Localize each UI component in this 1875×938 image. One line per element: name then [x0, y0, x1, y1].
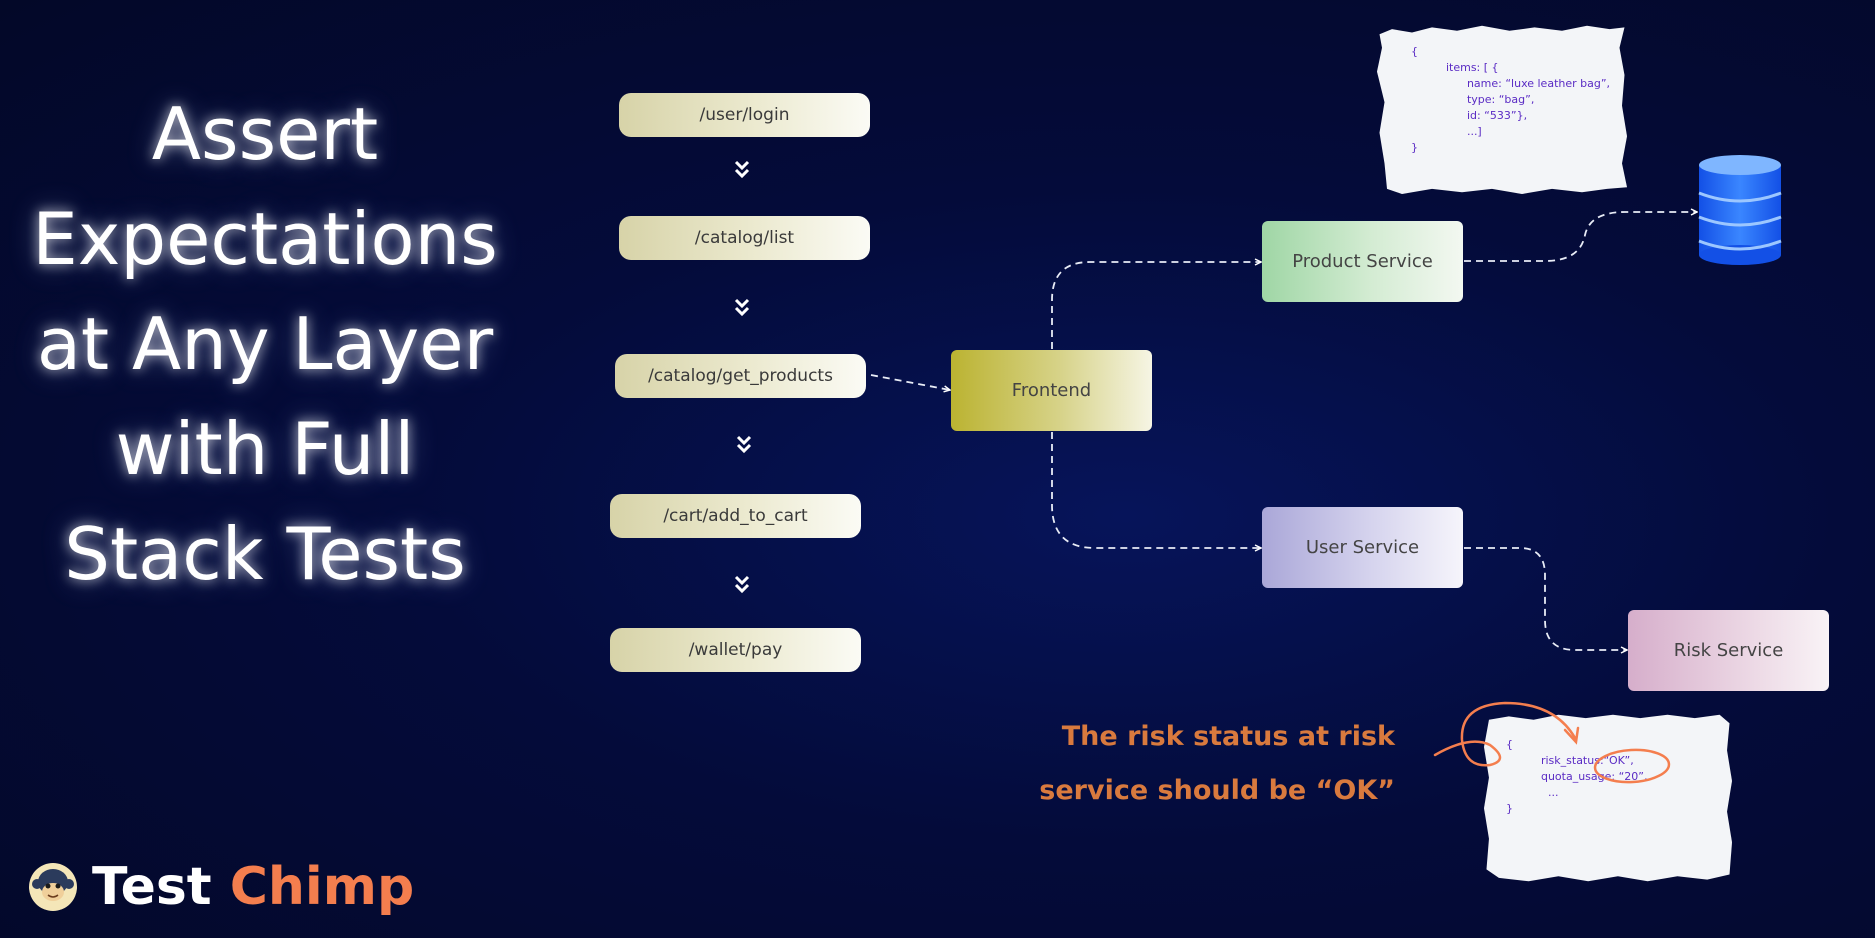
endpoint-wallet-pay: /wallet/pay [610, 628, 861, 672]
chimp-logo-icon [29, 863, 77, 911]
annotation-arrow-curve [1433, 701, 1577, 767]
chevron-double-down-icon [736, 435, 752, 454]
endpoint-catalog-get-products: /catalog/get_products [615, 354, 866, 398]
headline-line: with Full [115, 407, 415, 491]
edge-product-database [1464, 212, 1697, 262]
product-service-node: Product Service [1262, 221, 1463, 302]
endpoint-user-login: /user/login [619, 93, 870, 137]
risk-service-node: Risk Service [1628, 610, 1829, 691]
brand-wordmark: Test Chimp [92, 852, 414, 922]
chevron-double-down-icon [734, 298, 750, 317]
chevron-double-down-icon [734, 575, 750, 594]
headline-line: Expectations [32, 197, 498, 281]
brand-word-test: Test [92, 857, 212, 917]
edge-user-risk [1464, 547, 1627, 650]
annotation-line: The risk status at risk [1061, 721, 1395, 752]
headline-line: Stack Tests [64, 512, 466, 596]
edge-frontend-user [1051, 432, 1261, 548]
frontend-node: Frontend [951, 350, 1152, 431]
headline: Assert Expectations at Any Layer with Fu… [0, 82, 530, 607]
user-service-node: User Service [1262, 507, 1463, 588]
edge-frontend-product [1051, 262, 1261, 349]
product-payload-text: { items: [ { name: “luxe leather bag”, t… [1411, 45, 1611, 154]
annotation-text: The risk status at risk service should b… [1010, 710, 1395, 818]
brand-word-chimp: Chimp [229, 857, 415, 917]
endpoint-catalog-list: /catalog/list [619, 216, 870, 260]
edge-get-products-frontend [870, 374, 950, 390]
risk-payload-note: { risk_status:“OK”, quota_usage: “20”, .… [1484, 714, 1732, 882]
headline-line: Assert [151, 92, 379, 176]
annotation-line: service should be “OK” [1039, 775, 1395, 806]
database-icon [1698, 155, 1782, 265]
product-payload-note: { items: [ { name: “luxe leather bag”, t… [1377, 25, 1627, 194]
annotation-circle [1593, 748, 1671, 784]
annotation-arrowhead [1563, 726, 1580, 745]
chevron-double-down-icon [734, 160, 750, 179]
endpoint-cart-add-to-cart: /cart/add_to_cart [610, 494, 861, 538]
headline-line: at Any Layer [36, 302, 494, 386]
